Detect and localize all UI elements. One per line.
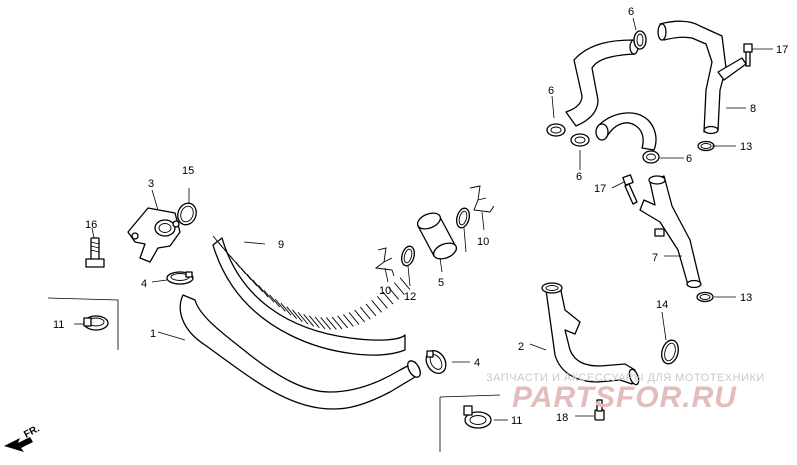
callout-5: 5 — [438, 277, 444, 289]
o-ring-13-lower[interactable] — [696, 291, 714, 303]
hose-clamp-11-left[interactable] — [83, 315, 109, 331]
callout-3: 3 — [148, 178, 154, 190]
leader-lines — [74, 17, 773, 421]
bolt-18[interactable] — [594, 399, 605, 421]
hose-clamp-11-right[interactable] — [463, 405, 492, 429]
clamp-6-top[interactable] — [633, 30, 647, 50]
hose-rib — [246, 273, 258, 287]
clamp-6-left[interactable] — [546, 123, 566, 137]
hose-rib — [308, 315, 320, 329]
hose-rib — [388, 287, 400, 300]
callout-11-left: 11 — [53, 319, 64, 331]
front-direction-arrow-icon: FR. — [4, 423, 42, 452]
callout-6-right: 6 — [686, 153, 692, 165]
hose-rib — [382, 291, 394, 305]
bolt-16[interactable] — [85, 237, 105, 268]
callout-6-left: 6 — [548, 85, 554, 97]
hose-rib — [297, 311, 309, 325]
hose-rib — [342, 314, 354, 327]
clip-10-left[interactable] — [374, 247, 395, 277]
callout-14: 14 — [656, 299, 668, 311]
callout-17-top: 17 — [776, 44, 788, 56]
callout-17-mid: 17 — [594, 183, 606, 195]
hose-rib — [286, 306, 298, 319]
hose-rib — [376, 296, 388, 309]
callout-10-left: 10 — [379, 285, 391, 297]
hose-rib — [291, 309, 303, 323]
hose-rib — [393, 282, 405, 295]
o-ring-13-upper[interactable] — [697, 140, 715, 152]
hose-rib — [280, 302, 292, 316]
hose-lower-6[interactable] — [595, 112, 657, 151]
bolt-17-top[interactable] — [743, 43, 753, 67]
callout-4-upper: 4 — [141, 278, 147, 290]
hose-rib — [269, 294, 281, 308]
callout-4-lower: 4 — [474, 357, 480, 369]
hose-rib — [331, 316, 343, 330]
callout-labels: 1 2 3 4 4 5 6 6 6 6 7 8 9 10 10 11 11 12… — [53, 6, 788, 427]
callout-7: 7 — [652, 252, 658, 264]
callout-9: 9 — [278, 239, 284, 251]
hose-rib — [314, 316, 326, 330]
hose-rib — [252, 279, 264, 293]
thermostat-cover-3[interactable] — [127, 207, 181, 263]
hose-rib — [303, 314, 315, 327]
clamp-4-lower[interactable] — [422, 347, 450, 377]
hose-rib — [325, 317, 337, 330]
hose-rib — [263, 289, 275, 303]
callout-16: 16 — [85, 219, 97, 231]
radiator-hose-1[interactable] — [179, 294, 423, 410]
hose-rib — [348, 312, 360, 325]
callout-18: 18 — [556, 412, 568, 424]
hose-rib — [320, 317, 332, 330]
hose-rib — [359, 306, 371, 320]
callout-8: 8 — [750, 103, 756, 115]
hose-rib — [274, 299, 286, 312]
o-ring-15[interactable] — [175, 201, 199, 228]
hose-rib — [240, 267, 252, 281]
callout-6-top: 6 — [628, 6, 634, 18]
callout-2: 2 — [518, 341, 524, 353]
clamp-6-lower[interactable] — [570, 133, 590, 147]
watermark-logo: PARTSFOR.RU — [512, 381, 737, 414]
callout-12: 12 — [404, 291, 416, 303]
direction-label: FR. — [22, 423, 42, 440]
water-pipe-8[interactable] — [657, 20, 747, 135]
bolt-17-mid[interactable] — [622, 174, 638, 205]
clamp-6-right[interactable] — [642, 150, 660, 164]
callout-13-upper: 13 — [740, 141, 752, 153]
detail-brackets — [47, 297, 501, 452]
corrugated-hose-9[interactable] — [212, 235, 411, 356]
hose-rib — [354, 309, 366, 323]
hose-rib — [399, 277, 411, 290]
hose-rib — [371, 300, 383, 313]
callout-13-lower: 13 — [740, 292, 752, 304]
hose-rib — [337, 315, 349, 329]
o-ring-12-right[interactable] — [455, 207, 472, 229]
o-ring-12-left[interactable] — [400, 245, 417, 267]
water-pipe-2[interactable] — [541, 282, 640, 386]
clip-10-right[interactable] — [469, 185, 495, 213]
joint-5[interactable] — [415, 210, 458, 262]
hose-rib — [365, 303, 377, 317]
o-ring-14[interactable] — [659, 338, 681, 365]
watermark-tagline: ЗАПЧАСТИ И АКСЕССУАРЫ ДЛЯ МОТОТЕХНИКИ — [486, 372, 765, 384]
callout-1: 1 — [150, 328, 156, 340]
callout-6-lower: 6 — [576, 171, 582, 183]
hose-rib — [257, 284, 269, 298]
water-pipe-7[interactable] — [639, 175, 702, 289]
callout-11-right: 11 — [511, 415, 522, 427]
callout-15: 15 — [182, 165, 194, 177]
callout-10-right: 10 — [477, 236, 489, 248]
clamp-4-upper[interactable] — [166, 271, 194, 285]
